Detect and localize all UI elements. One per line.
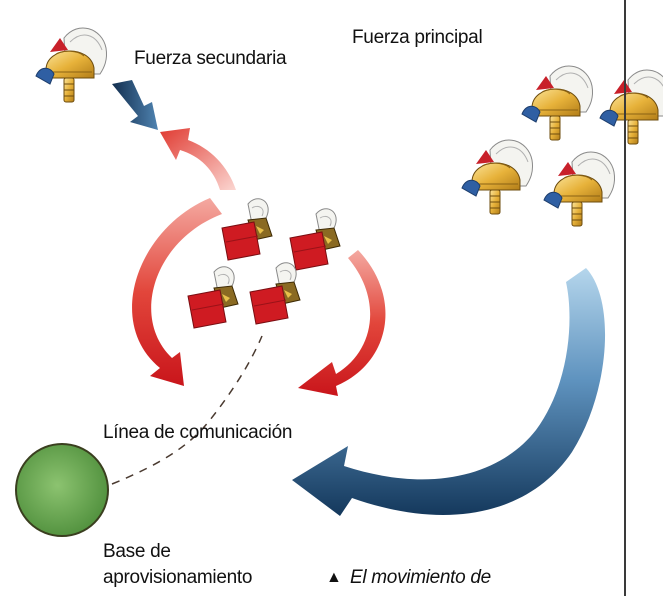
red-arrow-top: [160, 128, 236, 190]
red-arrow-right: [298, 250, 386, 396]
secondary-force-label: Fuerza secundaria: [134, 48, 287, 69]
helmet-icon: [521, 65, 594, 141]
supply-base-circle: [15, 443, 109, 537]
caption-text: El movimiento de: [350, 567, 491, 588]
main-force-helmets: [461, 65, 663, 227]
secondary-force-helmet-icon: [35, 27, 108, 103]
main-force-label: Fuerza principal: [352, 27, 483, 48]
helmet-icon: [461, 139, 534, 215]
line-of-communication-label: Línea de comunicación: [103, 422, 293, 443]
infantry-shako-icon: [289, 208, 341, 271]
helmet-icon: [543, 151, 616, 227]
page-divider: [624, 0, 626, 596]
supply-base-label-line1: Base de: [103, 541, 171, 562]
infantry-shako-icon: [187, 266, 239, 329]
line-of-communication: [111, 335, 263, 485]
supply-base-label-line2: aprovisionamiento: [103, 567, 253, 588]
main-force-movement-arrow: [292, 268, 606, 516]
secondary-force-arrow: [112, 80, 158, 130]
red-arrow-left: [132, 198, 222, 386]
infantry-shako-icon: [221, 198, 273, 261]
infantry-shako-icon: [249, 262, 301, 325]
caption-triangle-icon: ▲: [326, 569, 342, 586]
helmet-icon: [599, 69, 663, 145]
